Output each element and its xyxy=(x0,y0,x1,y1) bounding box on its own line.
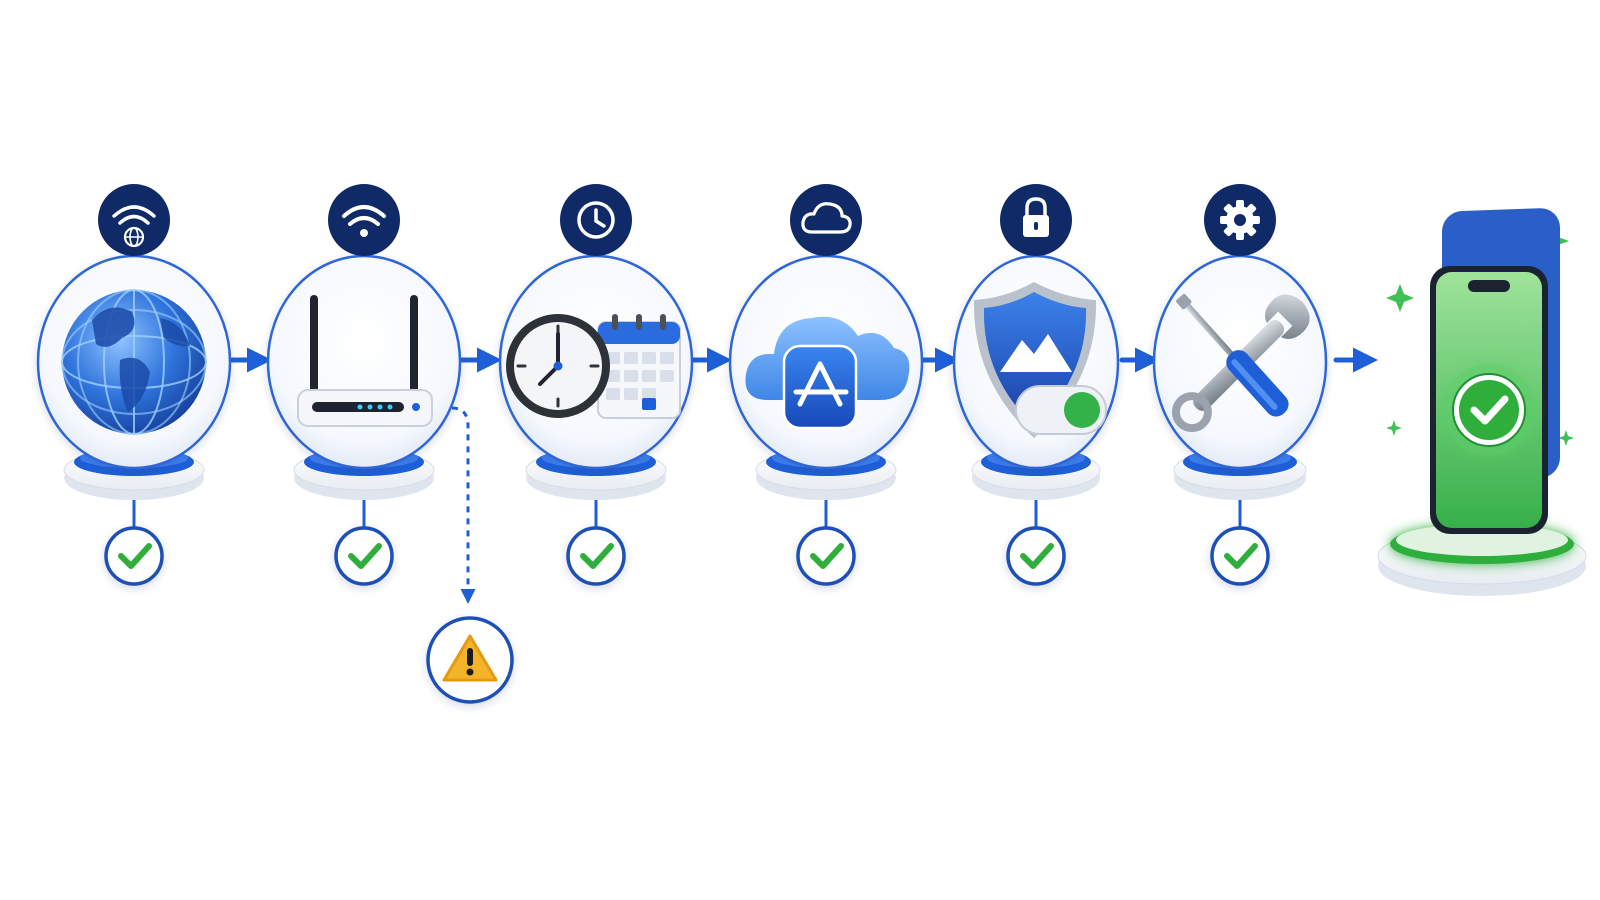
pedestal xyxy=(1377,524,1587,596)
phone-check-icon xyxy=(1430,208,1560,534)
step-app-store xyxy=(728,184,924,586)
final-phone-success xyxy=(1377,208,1587,596)
status-check-icon xyxy=(566,526,626,586)
status-check-icon xyxy=(1210,526,1270,586)
step-vpn xyxy=(952,184,1120,586)
globe-icon xyxy=(61,289,207,435)
status-check-icon xyxy=(1006,526,1066,586)
clock-calendar-icon xyxy=(506,314,681,419)
step-internet xyxy=(36,184,232,586)
status-check-icon xyxy=(104,526,164,586)
cloud-app-store-icon xyxy=(745,316,910,430)
step-date-time xyxy=(498,184,694,586)
router-icon xyxy=(297,295,433,427)
gear-icon xyxy=(1204,184,1276,256)
status-check-icon xyxy=(334,526,394,586)
cloud-icon xyxy=(790,184,862,256)
step-settings xyxy=(1152,184,1328,586)
status-check-icon xyxy=(796,526,856,586)
warning-triangle-icon xyxy=(426,616,514,704)
wrench-screwdriver-icon xyxy=(1171,293,1310,433)
warning-branch-connector xyxy=(451,406,476,604)
step-router xyxy=(266,184,462,586)
wifi-globe-icon xyxy=(98,184,170,256)
shield-toggle-icon xyxy=(973,282,1107,438)
step-bubble xyxy=(266,254,462,470)
clock-icon xyxy=(560,184,632,256)
wifi-icon xyxy=(328,184,400,256)
lock-icon xyxy=(1000,184,1072,256)
